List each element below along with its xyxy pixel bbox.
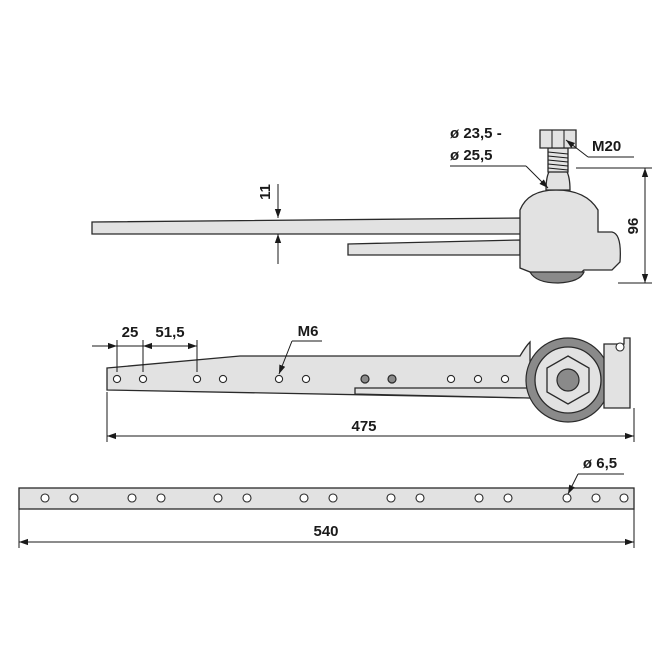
bar-holes bbox=[40, 493, 629, 503]
hole bbox=[591, 493, 601, 503]
hole bbox=[301, 374, 311, 384]
threaded-shank bbox=[547, 147, 569, 173]
hole bbox=[619, 493, 629, 503]
pitch-label: 51,5 bbox=[155, 324, 184, 341]
ball-diameter-label-a: ø 23,5 - bbox=[450, 125, 502, 142]
hole bbox=[127, 493, 137, 503]
arm-lower-rail bbox=[354, 387, 531, 399]
bar-view: ø 6,5 540 bbox=[18, 455, 635, 548]
hole bbox=[192, 374, 202, 384]
ball-diameter-label-b: ø 25,5 bbox=[450, 147, 493, 164]
hole-thread-label: M6 bbox=[298, 323, 319, 340]
top-view: 25 51,5 M6 475 bbox=[92, 323, 635, 442]
hole bbox=[69, 493, 79, 503]
hole bbox=[328, 493, 338, 503]
blade-side bbox=[91, 217, 523, 235]
flat-bar bbox=[18, 487, 635, 510]
thickness-label: 11 bbox=[257, 184, 274, 200]
hole bbox=[138, 374, 148, 384]
hole-filled bbox=[360, 374, 370, 384]
hole bbox=[112, 374, 122, 384]
hole bbox=[473, 374, 483, 384]
side-view: 11 96 ø 23,5 - ø 25,5 M20 bbox=[91, 125, 652, 284]
hole bbox=[474, 493, 484, 503]
hole bbox=[40, 493, 50, 503]
bolt-center bbox=[556, 368, 580, 392]
hole bbox=[446, 374, 456, 384]
ball-neck bbox=[545, 169, 571, 191]
hole bbox=[156, 493, 166, 503]
hole-diameter-label: ø 6,5 bbox=[583, 455, 617, 472]
pitch-first-label: 25 bbox=[122, 324, 139, 341]
hole bbox=[415, 493, 425, 503]
hole bbox=[242, 493, 252, 503]
clamp-screw bbox=[615, 342, 625, 352]
hole bbox=[274, 374, 284, 384]
hole bbox=[218, 374, 228, 384]
thread-label: M20 bbox=[592, 138, 621, 155]
hex-nut bbox=[539, 129, 577, 149]
hole bbox=[213, 493, 223, 503]
hole bbox=[386, 493, 396, 503]
clamp-block bbox=[603, 337, 631, 409]
hole bbox=[562, 493, 572, 503]
bar-length-label: 540 bbox=[313, 523, 338, 540]
hole bbox=[299, 493, 309, 503]
hole bbox=[503, 493, 513, 503]
hole bbox=[500, 374, 510, 384]
housing-base bbox=[528, 271, 585, 284]
hole-filled bbox=[387, 374, 397, 384]
arm-holes bbox=[112, 374, 510, 384]
arm-length-label: 475 bbox=[351, 418, 376, 435]
joint-housing bbox=[519, 189, 621, 281]
lower-blade-side bbox=[347, 239, 521, 256]
height-label: 96 bbox=[625, 218, 642, 235]
